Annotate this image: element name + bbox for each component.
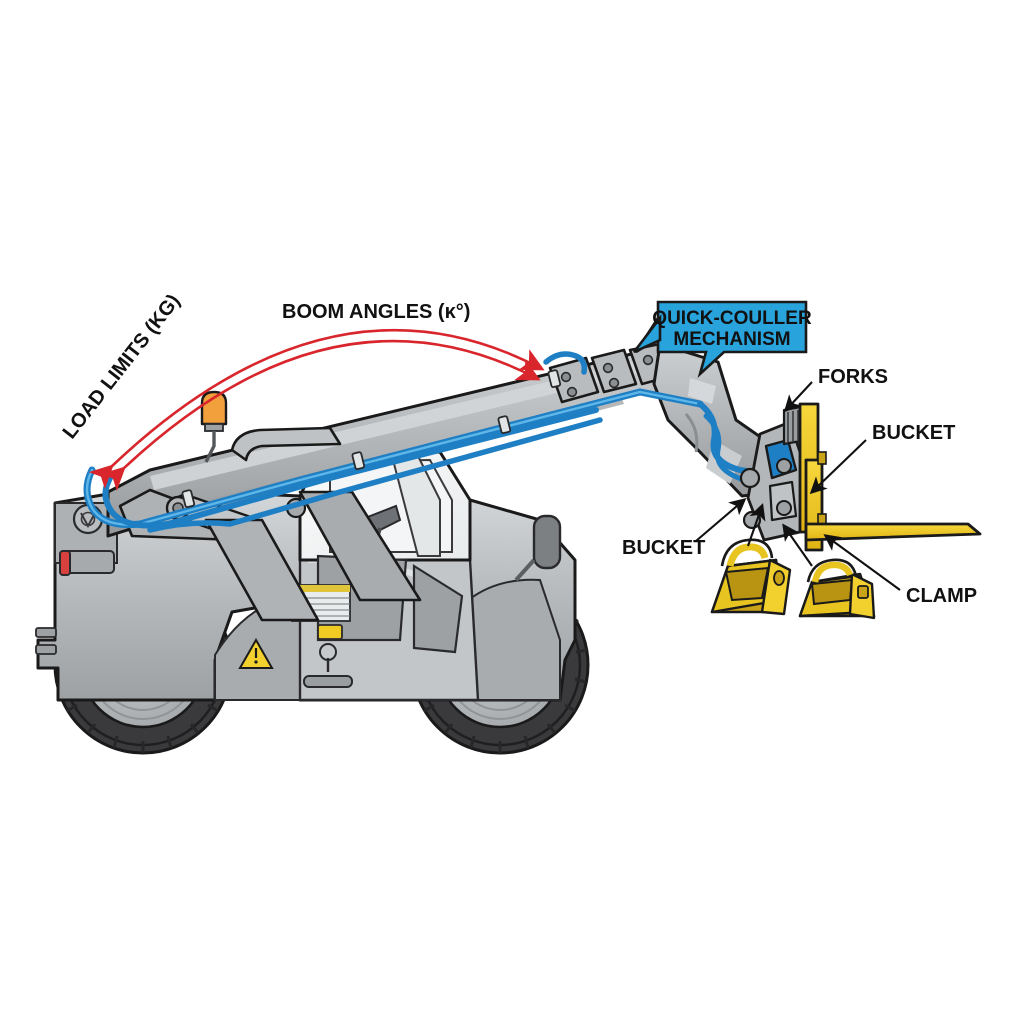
bucket-head-label: BUCKET [872,422,955,444]
bucket-head-leader [809,439,867,495]
clamp-leader [823,534,901,591]
taillight [59,550,71,576]
mirror [532,514,562,570]
clamp-label: CLAMP [906,585,977,607]
step-handle [303,675,353,688]
bucket-attachment-left [710,538,792,616]
bucket-attachment-right [798,558,876,620]
bucket-ground-label: BUCKET [622,537,705,559]
coupler-leader-a [747,503,766,547]
forks-leader [783,381,813,413]
bucket-ground-leader [695,497,747,542]
forks-label: FORKS [818,366,888,388]
boom-angle-arc [88,328,545,491]
fuel-cap [319,643,337,672]
warning-triangle-lower [238,637,274,669]
boom-angles-label: BOOM ANGLES (κ°) [282,301,470,323]
fork-tine [804,522,982,542]
quick-coupler-head [739,404,808,542]
coupler-leader-b [782,523,813,567]
yellow-decal [317,624,343,640]
callout-line-2: MECHANISM [673,329,790,350]
callout-line-1: QUICK-COULLER [652,308,812,329]
quick-coupler-callout[interactable]: QUICK-COULLER MECHANISM [632,300,812,378]
